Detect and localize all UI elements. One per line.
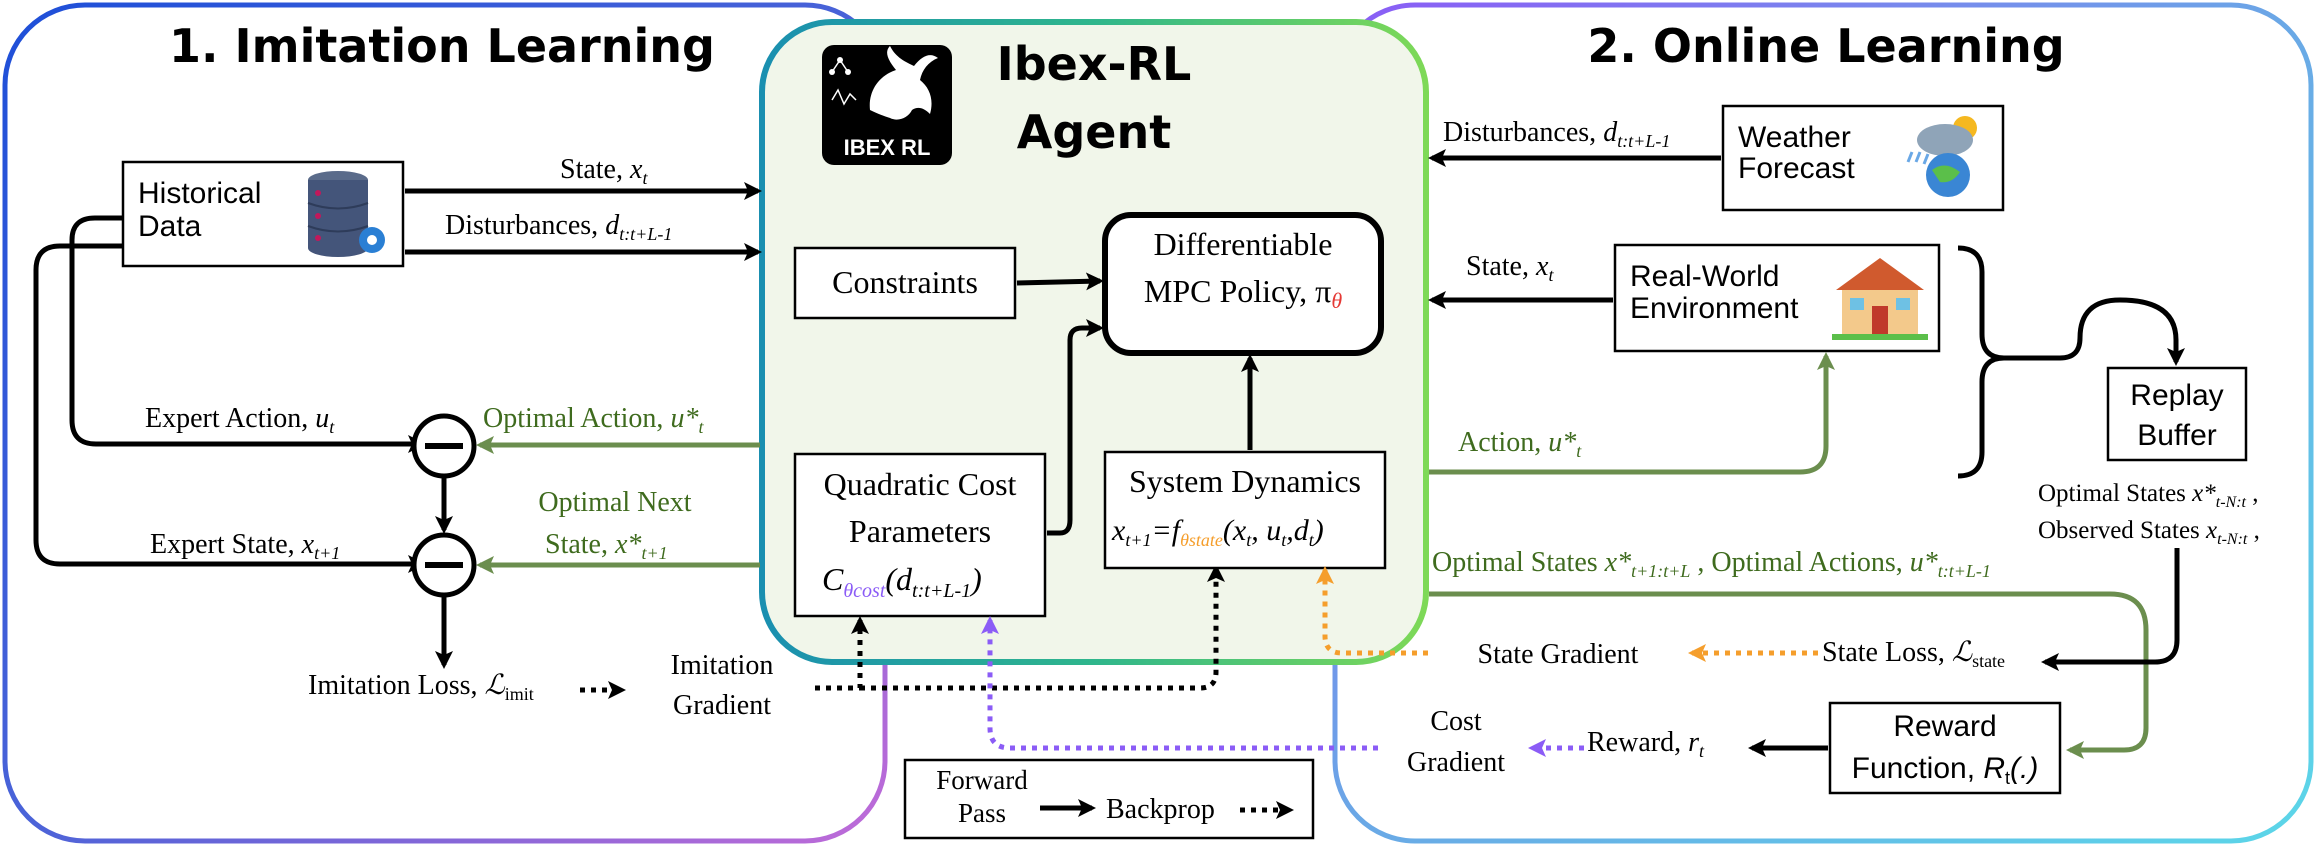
database-icon [307, 171, 385, 257]
weather-forecast-line2: Forecast [1738, 152, 1855, 185]
imitation-learning-title: 1. Imitation Learning [169, 19, 715, 73]
expert-action-label: Expert Action, ut [145, 403, 335, 437]
env-state-label: State, xt [1466, 251, 1554, 285]
legend-backprop-label: Backprop [1106, 794, 1215, 825]
mpc-policy-line1: Differentiable [1154, 226, 1333, 262]
weather-forecast-line1: Weather [1738, 121, 1851, 154]
optimal-trajectory-arrow [1429, 591, 2149, 759]
reward-function-line2: Function, Rt(.) [1852, 752, 2039, 788]
house-icon [1832, 258, 1928, 340]
reward-function-box [1828, 701, 2062, 795]
state-gradient-label: State Gradient [1478, 639, 1639, 670]
system-dynamics-box [1103, 450, 1387, 570]
forecast-disturbances-label: Disturbances, dt:t+L-1 [1443, 117, 1670, 151]
state-comparator [411, 532, 477, 598]
constraints-label: Constraints [832, 264, 978, 300]
imitation-loss-label: Imitation Loss, ℒimit [308, 670, 534, 704]
weather-icon [1906, 116, 1977, 197]
mpc-policy-line2: MPC Policy, πθ [1144, 273, 1342, 313]
historical-data-label-line2: Data [138, 210, 202, 243]
state-loss-label: State Loss, ℒstate [1822, 637, 2005, 671]
mpc-policy-box [1102, 212, 1384, 356]
disturbances-arrow-label: Disturbances, dt:t+L-1 [445, 210, 672, 244]
cost-gradient-line2: Gradient [1407, 747, 1505, 778]
cost-gradient-to-cost-params [981, 616, 1378, 751]
reward-function-line1: Reward [1893, 710, 1996, 743]
system-dynamics-equation: xt+1=fθstate(xt, ut,dt) [1111, 514, 1324, 550]
buffer-observed-states: Observed States xt-N:t , [2038, 517, 2260, 548]
state-arrow-label: State, xt [560, 154, 648, 188]
imitation-gradient-to-dynamics [860, 564, 1225, 691]
environment-line2: Environment [1630, 292, 1799, 325]
historical-data-label-line1: Historical [138, 177, 261, 210]
replay-buffer-line1: Replay [2130, 379, 2223, 412]
expert-state-label: Expert State, xt+1 [150, 529, 340, 563]
brace-to-buffer-arrow [2004, 297, 2185, 366]
expert-action-path [69, 215, 426, 453]
optimal-next-state-line1: Optimal Next [538, 487, 691, 518]
buffer-optimal-states: Optimal States x*t-N:t , [2038, 480, 2258, 511]
constraints-box [793, 246, 1017, 320]
legend-forward-line2: Pass [958, 798, 1006, 828]
environment-line1: Real-World [1630, 260, 1780, 293]
cost-params-line3: Cθcost(dt:t+L-1) [822, 561, 982, 602]
svg-text:IBEX RL: IBEX RL [844, 135, 931, 160]
cost-gradient-line1: Cost [1430, 706, 1482, 737]
buffer-to-state-loss-arrow [2041, 548, 2180, 671]
cost-params-line2: Parameters [849, 513, 991, 549]
cost-params-line1: Quadratic Cost [824, 466, 1017, 502]
action-label: Action, u*t [1458, 427, 1582, 461]
online-learning-title: 2. Online Learning [1587, 19, 2064, 73]
expert-state-path [33, 243, 426, 573]
system-dynamics-title: System Dynamics [1129, 463, 1361, 499]
optimal-action-label: Optimal Action, u*t [483, 403, 704, 437]
legend-forward-line1: Forward [936, 765, 1028, 795]
optimal-trajectory-label: Optimal States x*t+1:t+L , Optimal Actio… [1432, 547, 1991, 581]
optimal-next-state-line2: State, x*t+1 [545, 529, 668, 563]
replay-buffer-box [2106, 366, 2248, 462]
cost-params-box [793, 452, 1047, 618]
legend-box [903, 758, 1315, 840]
agent-title-line2: Agent [1017, 105, 1171, 159]
action-comparator [411, 413, 477, 479]
replay-buffer-line2: Buffer [2137, 419, 2217, 452]
reward-label: Reward, rt [1587, 727, 1705, 761]
agent-title-line1: Ibex-RL [997, 37, 1192, 91]
cost-to-mpc-arrow [1047, 319, 1104, 536]
imitation-gradient-line1: Imitation [671, 650, 774, 681]
ibex-logo: IBEX RL [822, 45, 952, 165]
state-gradient-to-dynamics [1316, 566, 1428, 656]
constraints-to-mpc-arrow [1016, 272, 1104, 291]
action-to-env-arrow [1429, 352, 1835, 475]
imitation-gradient-line2: Gradient [673, 690, 771, 721]
